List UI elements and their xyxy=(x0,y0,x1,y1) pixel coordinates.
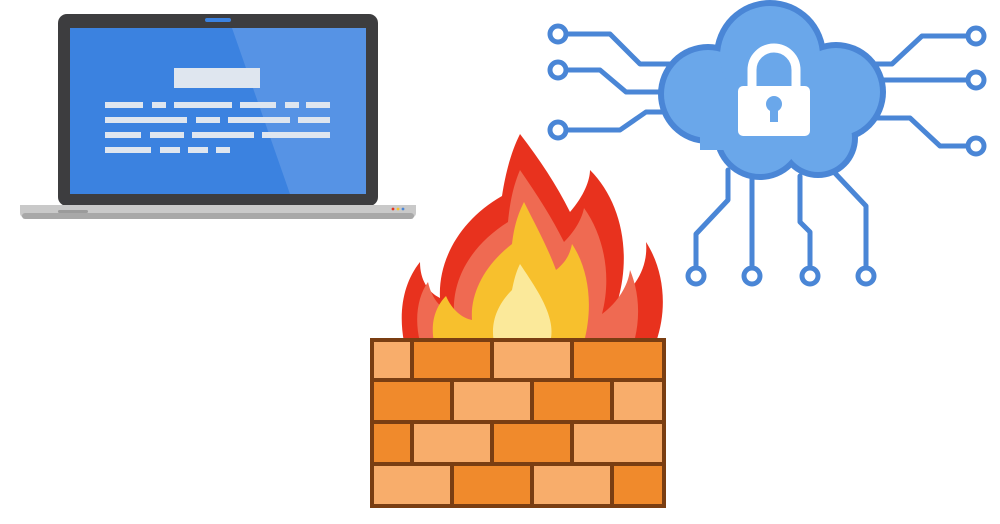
screen-title-bar xyxy=(174,68,260,88)
laptop-icon xyxy=(20,14,416,219)
padlock-icon xyxy=(738,43,810,136)
laptop-base-edge xyxy=(22,213,414,219)
laptop-status-led xyxy=(391,207,395,211)
laptop-camera xyxy=(205,18,231,22)
cloud-icon xyxy=(658,0,886,180)
screen-text-lines xyxy=(105,102,330,153)
flame-core xyxy=(492,264,552,342)
circuit-nodes xyxy=(547,23,987,287)
laptop-trackpad-notch xyxy=(58,210,88,213)
laptop-status-led-2 xyxy=(396,207,400,211)
brick-wall-icon xyxy=(370,338,666,508)
flame-icon xyxy=(401,134,663,342)
bricks xyxy=(374,342,662,504)
laptop-status-led-3 xyxy=(401,207,405,211)
cloud-network xyxy=(547,0,987,287)
flame-inner xyxy=(432,202,589,342)
screen-glare xyxy=(232,28,366,194)
